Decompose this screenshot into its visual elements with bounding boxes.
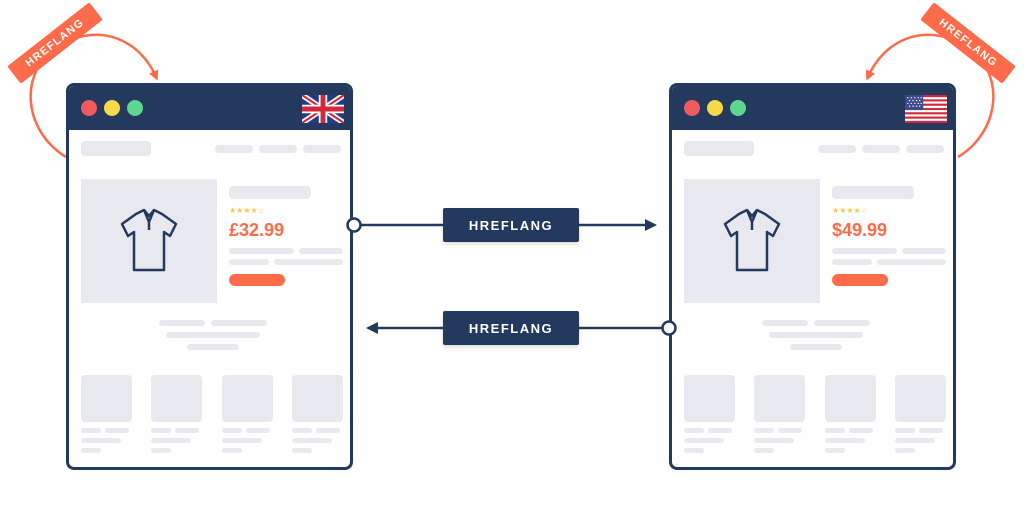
text-line xyxy=(81,428,101,433)
text-line xyxy=(166,332,260,338)
top-arrow-origin-dot xyxy=(346,217,362,233)
us-title-bar xyxy=(672,86,953,130)
text-line xyxy=(151,438,191,443)
nav-placeholder xyxy=(259,145,297,153)
text-line xyxy=(754,448,774,453)
buy-button[interactable] xyxy=(832,274,888,286)
text-line xyxy=(222,428,242,433)
text-line xyxy=(902,248,946,254)
uk-title-bar xyxy=(69,86,350,130)
text-line xyxy=(708,428,732,433)
text-line xyxy=(229,248,294,254)
text-line xyxy=(292,448,312,453)
us-browser-window: ★★★★☆ $49.99 xyxy=(669,83,956,470)
polo-shirt-icon xyxy=(120,208,178,272)
logo-placeholder xyxy=(81,141,151,156)
text-line xyxy=(684,438,724,443)
text-line xyxy=(292,438,332,443)
related-product-thumb[interactable] xyxy=(684,375,735,422)
title-placeholder xyxy=(832,186,914,199)
text-line xyxy=(895,448,915,453)
text-line xyxy=(832,259,872,265)
nav-placeholder xyxy=(215,145,253,153)
text-line xyxy=(175,428,199,433)
nav-placeholder xyxy=(906,145,944,153)
text-line xyxy=(292,428,312,433)
related-product-thumb[interactable] xyxy=(292,375,343,422)
text-line xyxy=(769,332,863,338)
related-product-thumb[interactable] xyxy=(81,375,132,422)
text-line xyxy=(222,448,242,453)
related-product-thumb[interactable] xyxy=(895,375,946,422)
hreflang-label-top: HREFLANG xyxy=(443,208,579,242)
product-image xyxy=(81,179,217,303)
text-line xyxy=(222,438,262,443)
minimize-dot-icon xyxy=(707,100,723,116)
text-line xyxy=(151,448,171,453)
text-line xyxy=(754,428,774,433)
nav-placeholder xyxy=(818,145,856,153)
nav-placeholder xyxy=(862,145,900,153)
close-dot-icon xyxy=(684,100,700,116)
text-line xyxy=(684,448,704,453)
bottom-arrow-origin-dot xyxy=(661,320,677,336)
uk-price: £32.99 xyxy=(229,220,285,240)
text-line xyxy=(105,428,129,433)
rating-stars: ★★★★☆ xyxy=(229,206,265,215)
related-product-thumb[interactable] xyxy=(151,375,202,422)
us-flag-icon xyxy=(905,95,947,123)
text-line xyxy=(895,428,915,433)
text-line xyxy=(825,428,845,433)
uk-flag-icon xyxy=(302,95,344,123)
text-line xyxy=(684,428,704,433)
rating-stars: ★★★★☆ xyxy=(832,206,868,215)
text-line xyxy=(211,320,267,326)
text-line xyxy=(825,438,865,443)
text-line xyxy=(81,438,121,443)
maximize-dot-icon xyxy=(730,100,746,116)
text-line xyxy=(299,248,343,254)
minimize-dot-icon xyxy=(104,100,120,116)
text-line xyxy=(814,320,870,326)
title-placeholder xyxy=(229,186,311,199)
text-line xyxy=(832,248,897,254)
us-price: $49.99 xyxy=(832,220,888,240)
nav-placeholder xyxy=(303,145,341,153)
text-line xyxy=(187,344,239,350)
text-line xyxy=(790,344,842,350)
text-line xyxy=(778,428,802,433)
text-line xyxy=(895,438,935,443)
related-product-thumb[interactable] xyxy=(825,375,876,422)
buy-button[interactable] xyxy=(229,274,285,286)
text-line xyxy=(159,320,205,326)
related-product-thumb[interactable] xyxy=(222,375,273,422)
text-line xyxy=(81,448,101,453)
text-line xyxy=(877,259,946,265)
logo-placeholder xyxy=(684,141,754,156)
text-line xyxy=(754,438,794,443)
text-line xyxy=(274,259,343,265)
polo-shirt-icon xyxy=(723,208,781,272)
maximize-dot-icon xyxy=(127,100,143,116)
text-line xyxy=(151,428,171,433)
uk-browser-window: ★★★★☆ £32.99 xyxy=(66,83,353,470)
text-line xyxy=(229,259,269,265)
close-dot-icon xyxy=(81,100,97,116)
product-image xyxy=(684,179,820,303)
text-line xyxy=(762,320,808,326)
text-line xyxy=(825,448,845,453)
hreflang-label-bottom: HREFLANG xyxy=(443,311,579,345)
text-line xyxy=(246,428,270,433)
text-line xyxy=(316,428,340,433)
text-line xyxy=(919,428,943,433)
text-line xyxy=(849,428,873,433)
related-product-thumb[interactable] xyxy=(754,375,805,422)
